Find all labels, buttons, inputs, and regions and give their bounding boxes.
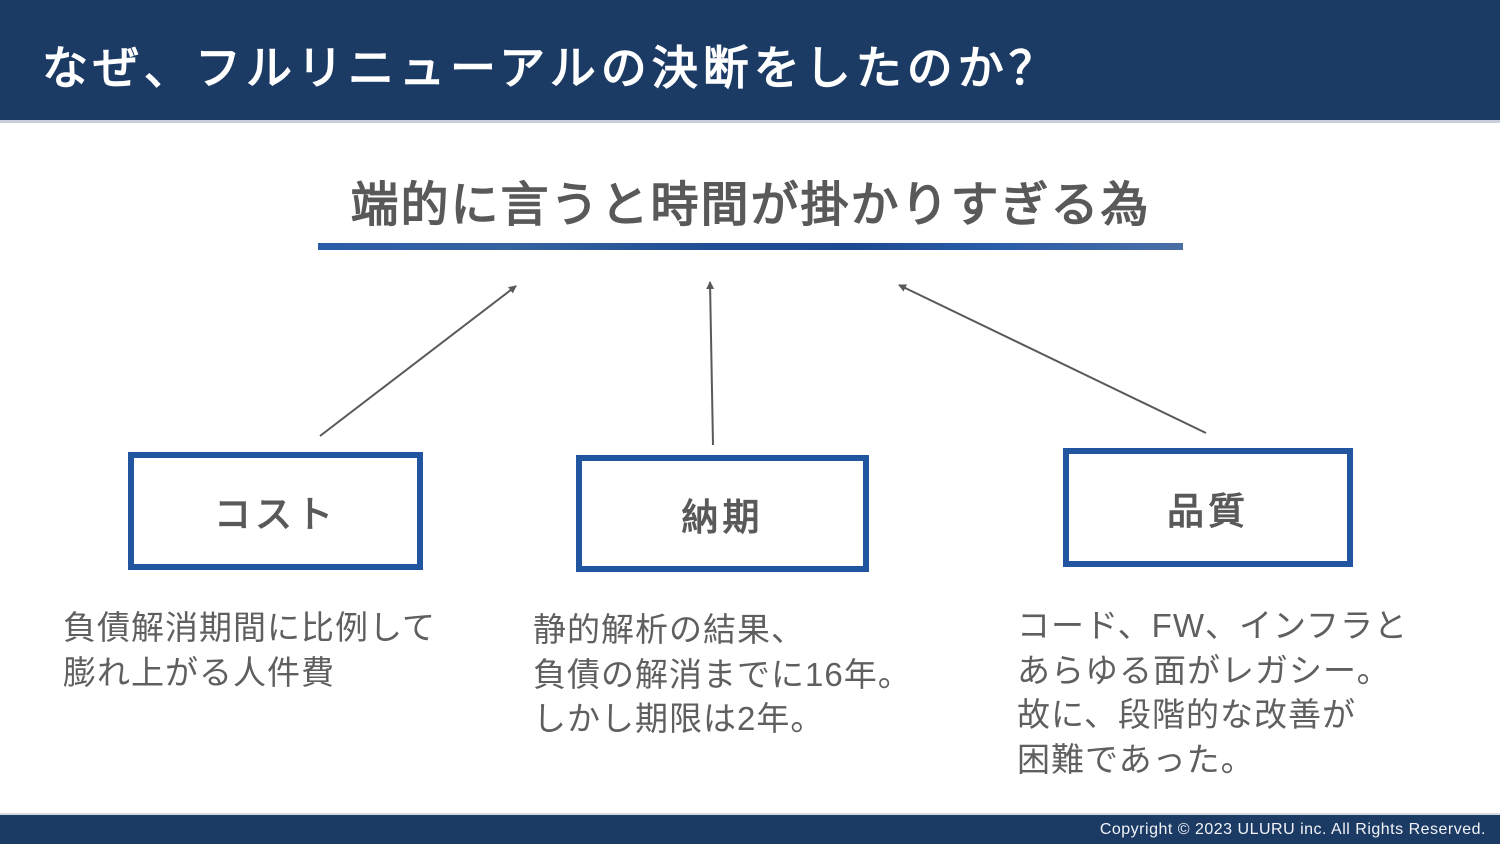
copyright-text: Copyright © 2023 ULURU inc. All Rights R… bbox=[1099, 820, 1486, 838]
factor-description-cost: 負債解消期間に比例して 膨れ上がる人件費 bbox=[63, 609, 437, 691]
factor-box-cost: コスト bbox=[128, 452, 423, 570]
arrow-up-icon-cost bbox=[319, 285, 517, 437]
factor-label-deadline: 納期 bbox=[681, 496, 764, 538]
conclusion-heading: 端的に言うと時間が掛かりすぎる為 bbox=[350, 179, 1151, 232]
conclusion-underline bbox=[318, 243, 1183, 250]
slide-title: なぜ、フルリニューアルの決断をしたのか？ bbox=[42, 42, 1060, 94]
header-bar: なぜ、フルリニューアルの決断をしたのか？ bbox=[0, 0, 1500, 123]
factor-label-quality: 品質 bbox=[1167, 490, 1249, 532]
arrow-up-icon-deadline bbox=[706, 281, 715, 446]
footer-bar: Copyright © 2023 ULURU inc. All Rights R… bbox=[0, 813, 1500, 844]
factor-description-deadline: 静的解析の結果、 負債の解消までに16年。 しかし期限は2年。 bbox=[533, 611, 912, 738]
factor-label-cost: コスト bbox=[214, 494, 337, 535]
factor-description-quality: コード、FW、インフラと あらゆる面がレガシー。 故に、段階的な改善が 困難であ… bbox=[1017, 607, 1408, 778]
factor-box-quality: 品質 bbox=[1063, 448, 1353, 567]
arrow-up-icon-quality bbox=[898, 284, 1207, 434]
factor-box-deadline: 納期 bbox=[576, 455, 869, 572]
